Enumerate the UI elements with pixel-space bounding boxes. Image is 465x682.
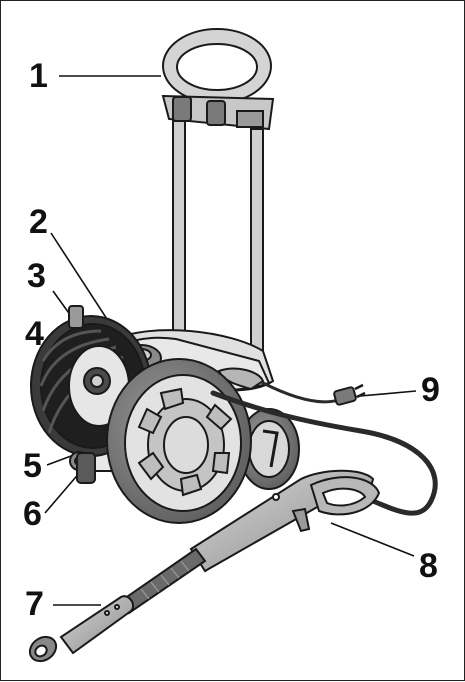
front-wheel [106, 358, 252, 524]
telescopic-handle [161, 28, 275, 370]
trigger-lever [291, 507, 311, 533]
leader-line-6 [44, 470, 82, 514]
callout-5: 5 [23, 447, 42, 485]
callout-8: 8 [419, 547, 438, 585]
callout-6: 6 [23, 495, 42, 533]
leader-line-5 [46, 455, 72, 466]
callout-2: 2 [29, 203, 48, 241]
reel-crank [68, 305, 84, 329]
handle-tube-left [172, 120, 186, 347]
callout-7: 7 [25, 585, 44, 623]
spray-lance [28, 547, 207, 663]
nozzle [59, 595, 135, 655]
power-cord [261, 381, 343, 404]
callout-4: 4 [25, 315, 44, 353]
callout-1: 1 [29, 57, 48, 95]
trigger-gun [189, 469, 381, 573]
callout-3: 3 [27, 257, 46, 295]
handle-tube-right [250, 128, 264, 370]
leader-line-8 [330, 522, 415, 557]
handle-lock-right [206, 100, 226, 126]
handle-lock-left [172, 96, 192, 122]
power-plug [333, 383, 366, 406]
outlet-connector [76, 452, 96, 484]
callout-9: 9 [421, 371, 440, 409]
high-pressure-hose [210, 390, 438, 516]
